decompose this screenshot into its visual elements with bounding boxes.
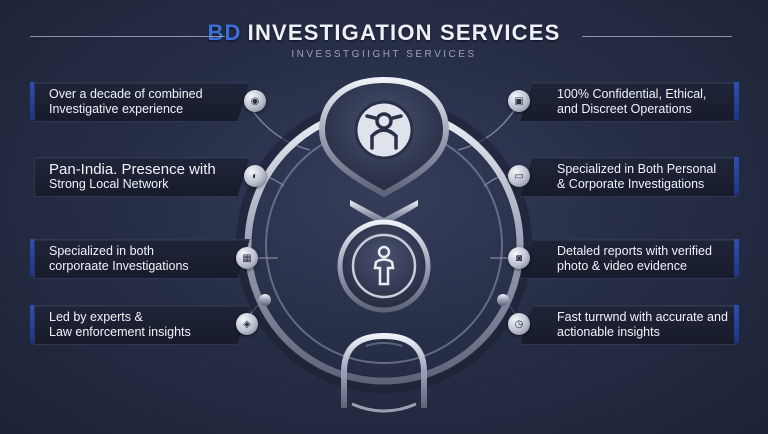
card-accent (734, 82, 739, 120)
card-accent (734, 305, 739, 343)
helmet-icon (341, 332, 427, 408)
feature-line-1: Pan-India. Presence with (49, 161, 216, 178)
feature-line-2: photo & video evidence (557, 259, 687, 273)
feature-card-left-1: Over a decade of combined Investigative … (34, 82, 250, 122)
feature-line-2: Investigative experience (49, 102, 184, 116)
building-icon: ▦ (236, 247, 258, 269)
title-divider-left (30, 36, 225, 37)
badge-icon: ◈ (236, 313, 258, 335)
globe-icon: ◐ (244, 165, 266, 187)
feature-line-1: Over a decade of combined (49, 87, 203, 101)
feature-line-2: actionable insights (557, 325, 660, 339)
camera-icon: ◙ (508, 247, 530, 269)
subtitle: INVESSTGIIGHT SERVICES (291, 49, 477, 60)
feature-line-2: & Corporate Investigations (557, 177, 705, 191)
helmet-base (351, 402, 417, 413)
feature-line-1: Led by experts & (49, 310, 143, 324)
title-divider-right (582, 36, 732, 37)
person-disc-inner (351, 233, 417, 299)
feature-card-right-4: Fast turrwnd with accurate and actionabl… (520, 305, 736, 345)
feature-line-2: Law enforcement insights (49, 325, 191, 339)
feature-card-left-2: Pan-India. Presence with Strong Local Ne… (34, 157, 250, 197)
lock-icon: ▣ (508, 90, 530, 112)
card-accent (734, 239, 739, 277)
helmet-visor (365, 342, 403, 347)
feature-line-2: Strong Local Network (49, 177, 169, 191)
feature-line-2: corporaate Investigations (49, 259, 189, 273)
feature-card-right-1: 100% Confidential, Ethical, and Discreet… (520, 82, 736, 122)
clock-icon: ◷ (508, 313, 530, 335)
feature-card-right-3: Detaled reports with verified photo & vi… (520, 239, 736, 279)
ring-node (259, 294, 271, 306)
feature-card-left-3: Specialized in both corporaate Investiga… (34, 239, 250, 279)
feature-line-1: Detaled reports with verified (557, 244, 712, 258)
feature-line-2: and Discreet Operations (557, 102, 692, 116)
person-icon (373, 245, 395, 286)
logo-text: BD (207, 20, 242, 45)
card-accent (30, 82, 35, 120)
card-accent (734, 157, 739, 195)
card-accent (30, 305, 35, 343)
detective-icon (365, 112, 403, 150)
eye-icon: ◉ (244, 90, 266, 112)
feature-card-right-2: Specialized in Both Personal & Corporate… (520, 157, 736, 197)
title-text: INVESTIGATION SERVICES (247, 20, 561, 45)
feature-line-1: Fast turrwnd with accurate and (557, 310, 728, 324)
feature-line-1: Specialized in both (49, 244, 154, 258)
feature-line-1: 100% Confidential, Ethical, (557, 87, 707, 101)
card-accent (30, 239, 35, 277)
feature-line-1: Specialized in Both Personal (557, 162, 717, 176)
feature-card-left-4: Led by experts & Law enforcement insight… (34, 305, 250, 345)
briefcase-icon: ▭ (508, 165, 530, 187)
ring-node (497, 294, 509, 306)
